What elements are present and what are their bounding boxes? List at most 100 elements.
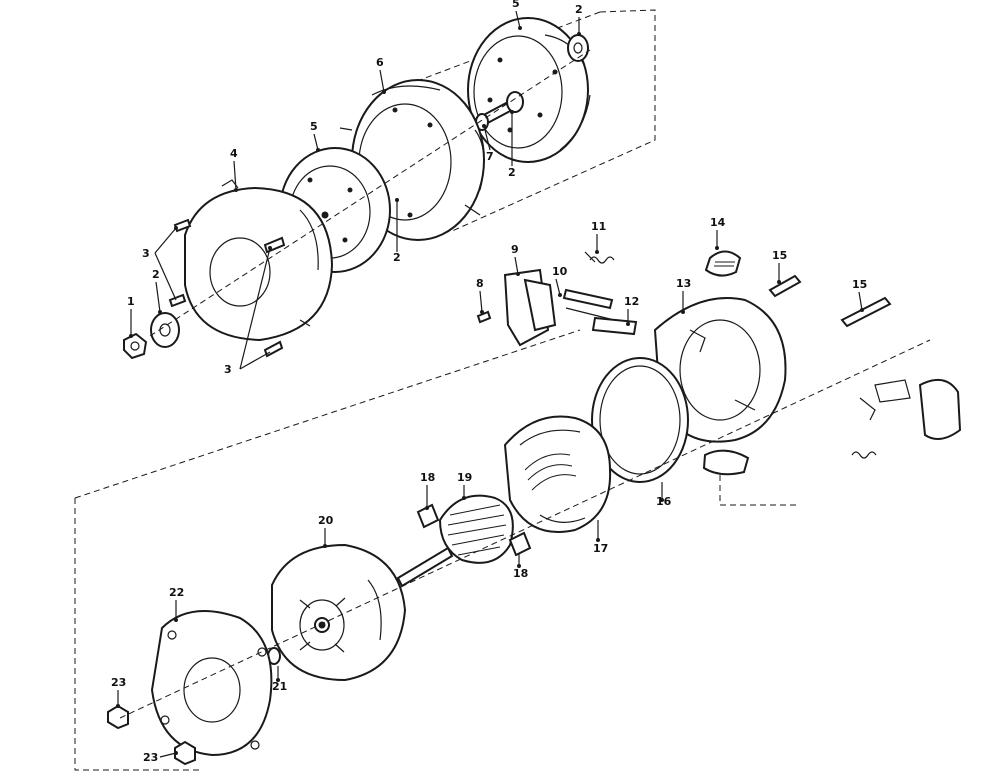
callout-c2b: 2 bbox=[575, 3, 583, 36]
callout-c23b: 23 bbox=[143, 751, 178, 764]
callout-c18b: 18 bbox=[513, 554, 528, 580]
armature-shaft bbox=[396, 546, 454, 588]
callout-arrowhead bbox=[116, 704, 120, 708]
callout-arrowhead bbox=[518, 26, 522, 30]
terminal-screw bbox=[476, 310, 492, 324]
callout-arrowhead bbox=[174, 751, 178, 755]
callout-label: 13 bbox=[676, 277, 691, 290]
callout-leader bbox=[154, 227, 177, 254]
callout-leader bbox=[515, 10, 521, 29]
callout-label: 3 bbox=[142, 247, 150, 260]
callout-c15a: 15 bbox=[772, 249, 787, 284]
callout-leader bbox=[313, 133, 319, 151]
callout-label: 9 bbox=[511, 243, 519, 256]
callout-arrowhead bbox=[234, 188, 238, 192]
callout-leader bbox=[159, 752, 177, 758]
pulley-nut bbox=[123, 332, 148, 360]
callout-arrowhead bbox=[174, 226, 178, 230]
callout-label: 10 bbox=[552, 265, 568, 278]
callout-c16: 16 bbox=[656, 482, 672, 508]
callout-label: 11 bbox=[591, 220, 606, 233]
brush bbox=[591, 316, 638, 336]
callout-arrowhead bbox=[276, 678, 280, 682]
callout-c2c: 2 bbox=[508, 110, 516, 179]
callout-arrowhead bbox=[316, 148, 320, 152]
callout-label: 23 bbox=[111, 676, 126, 689]
callout-arrowhead bbox=[425, 506, 429, 510]
callout-leader bbox=[233, 160, 237, 191]
callout-label: 16 bbox=[656, 495, 672, 508]
through-bolt-4 bbox=[168, 293, 187, 308]
callout-c3a: 3 bbox=[142, 226, 178, 301]
callout-label: 6 bbox=[376, 56, 384, 69]
callout-arrowhead bbox=[681, 310, 685, 314]
callout-c14: 14 bbox=[710, 216, 726, 250]
callout-c19: 19 bbox=[457, 471, 472, 500]
callout-arrowhead bbox=[715, 246, 719, 250]
callout-arrowhead bbox=[860, 308, 864, 312]
callout-label: 12 bbox=[624, 295, 639, 308]
callout-label: 17 bbox=[593, 542, 608, 555]
callout-label: 20 bbox=[318, 514, 334, 527]
callout-arrowhead bbox=[158, 310, 162, 314]
terminal-cover bbox=[859, 378, 962, 440]
callout-arrowhead bbox=[660, 498, 664, 502]
callout-c17: 17 bbox=[593, 520, 608, 555]
callout-leader bbox=[858, 291, 863, 311]
callout-label: 21 bbox=[272, 680, 287, 693]
callout-label: 5 bbox=[512, 0, 520, 10]
callout-leader bbox=[555, 278, 561, 296]
callout-label: 2 bbox=[575, 3, 583, 16]
callout-c7: 7 bbox=[482, 124, 494, 163]
callout-c10: 10 bbox=[552, 265, 568, 297]
callout-arrowhead bbox=[480, 310, 484, 314]
callout-label: 15 bbox=[852, 278, 867, 291]
callout-leader bbox=[483, 125, 491, 151]
callout-label: 2 bbox=[152, 268, 160, 281]
callout-label: 23 bbox=[143, 751, 158, 764]
callout-arrowhead bbox=[595, 250, 599, 254]
callout-arrowhead bbox=[482, 124, 486, 128]
callout-leader bbox=[155, 281, 161, 313]
callout-c1: 1 bbox=[127, 295, 135, 338]
washer-left bbox=[150, 312, 180, 348]
callout-label: 8 bbox=[476, 277, 484, 290]
callout-label: 7 bbox=[486, 150, 494, 163]
callout-arrowhead bbox=[323, 544, 327, 548]
field-yoke bbox=[503, 415, 612, 533]
callout-arrowhead bbox=[558, 293, 562, 297]
long-bolt-right bbox=[768, 274, 802, 298]
callout-c6: 6 bbox=[376, 56, 386, 94]
callout-arrowhead bbox=[174, 618, 178, 622]
callout-arrowhead bbox=[395, 198, 399, 202]
callout-leader bbox=[479, 290, 483, 313]
callout-arrowhead bbox=[577, 32, 581, 36]
callout-label: 2 bbox=[393, 251, 401, 264]
callout-arrowhead bbox=[268, 246, 272, 250]
callout-arrowhead bbox=[626, 322, 630, 326]
armature bbox=[438, 494, 514, 564]
callout-arrowhead bbox=[129, 334, 133, 338]
brush-cover-top bbox=[704, 250, 742, 277]
callout-label: 1 bbox=[127, 295, 135, 308]
brush-spring bbox=[584, 251, 615, 264]
callout-leader bbox=[239, 247, 271, 370]
long-bolt-far-right bbox=[840, 296, 892, 328]
callout-leader bbox=[379, 69, 385, 93]
flange-nut-upper bbox=[107, 704, 129, 730]
callout-c18a: 18 bbox=[420, 471, 435, 510]
callout-layer: 1233456527228910111213141515161718181920… bbox=[111, 0, 867, 764]
field-brush-lower bbox=[508, 531, 532, 557]
callout-label: 22 bbox=[169, 586, 184, 599]
callout-arrowhead bbox=[510, 110, 514, 114]
callout-c20: 20 bbox=[318, 514, 334, 548]
terminal-spring bbox=[851, 451, 877, 459]
drive-end-housing bbox=[271, 543, 407, 682]
callout-arrowhead bbox=[777, 280, 781, 284]
callout-label: 14 bbox=[710, 216, 726, 229]
callout-c4: 4 bbox=[230, 147, 238, 192]
callout-label: 19 bbox=[457, 471, 472, 484]
callout-arrowhead bbox=[517, 564, 521, 568]
